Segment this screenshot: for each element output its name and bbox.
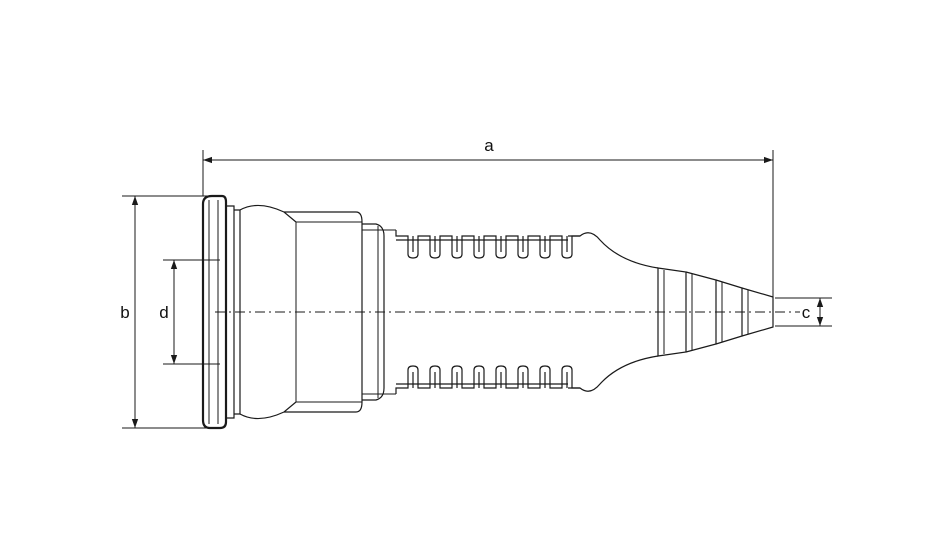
rib-row-top: [395, 230, 580, 259]
rib-row-bottom: [395, 365, 580, 394]
dimension-d-label: d: [159, 303, 168, 322]
dimension-b: b: [120, 195, 208, 429]
dimension-d: d: [159, 259, 220, 365]
dimension-c: c: [775, 297, 832, 327]
tapered-end: [568, 232, 774, 392]
dimension-a-label: a: [484, 136, 494, 155]
dimension-c-label: c: [802, 303, 811, 322]
ribs: [395, 230, 580, 394]
part-outline: [201, 194, 396, 430]
dimension-b-label: b: [120, 303, 129, 322]
dimension-a: a: [202, 136, 774, 298]
